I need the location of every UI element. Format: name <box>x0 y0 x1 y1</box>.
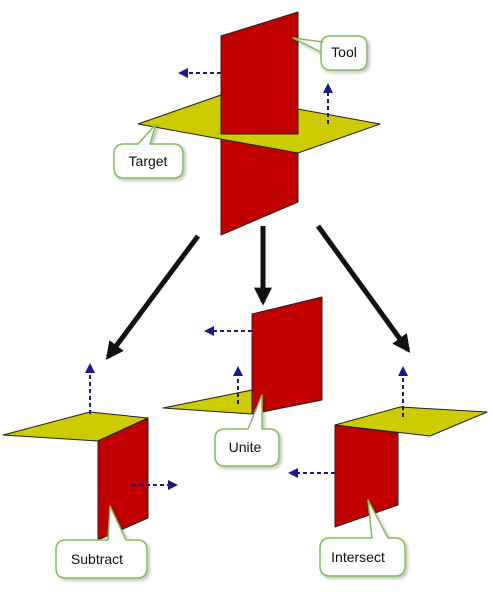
intersect-target-plane <box>334 406 488 437</box>
intersect-result <box>288 366 488 528</box>
callout-subtract-label: Subtract <box>71 551 123 567</box>
callout-unite: Unite <box>214 394 280 467</box>
unite-result <box>162 296 323 415</box>
flow-arrow-subtract <box>105 234 201 360</box>
unite-tool-plane <box>251 296 323 415</box>
callout-tool: Tool <box>292 35 368 71</box>
intersect-tool-plane <box>334 424 399 528</box>
callout-unite-label: Unite <box>229 439 262 455</box>
callout-intersect: Intersect <box>319 499 406 577</box>
subtract-result <box>2 363 178 541</box>
callout-intersect-label: Intersect <box>331 549 385 565</box>
callout-target-label: Target <box>129 153 168 169</box>
input-group <box>137 11 381 236</box>
callout-target: Target <box>113 123 184 179</box>
callout-tool-label: Tool <box>331 44 357 60</box>
callout-subtract: Subtract <box>55 505 148 579</box>
tool-plane-upper <box>220 11 299 135</box>
flow-arrow-intersect <box>315 224 411 353</box>
